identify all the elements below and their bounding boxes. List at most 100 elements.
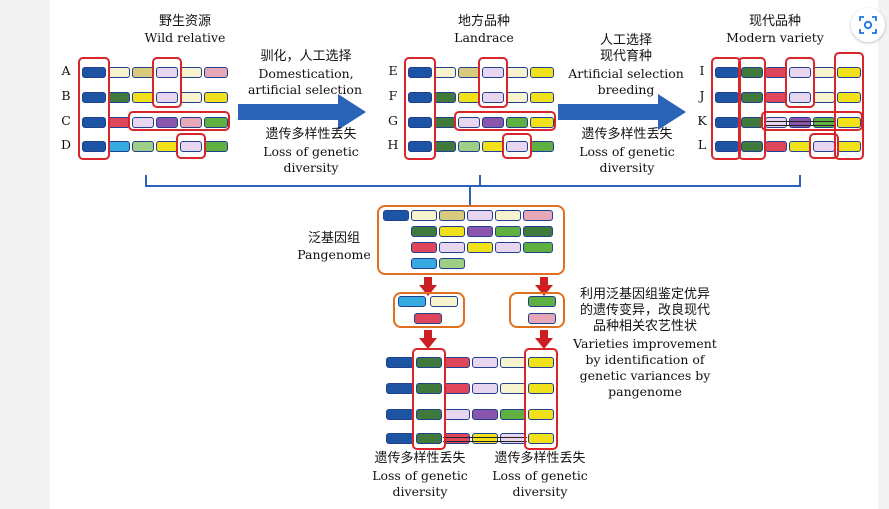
- gene-segment: [443, 433, 471, 444]
- gene-segment: [530, 92, 554, 103]
- gene-segment: [789, 92, 811, 103]
- gene-segment: [439, 210, 465, 221]
- modern-title-zh: 现代品种: [748, 14, 801, 29]
- gene-segment: [414, 313, 442, 324]
- gene-segment: [204, 92, 228, 103]
- gene-segment: [82, 92, 106, 103]
- gene-segment: [386, 383, 414, 394]
- landrace-title-en: Landrace: [454, 30, 514, 45]
- gene-segment: [82, 67, 106, 78]
- pangenome-label-en: Pangenome: [297, 247, 371, 262]
- gene-segment: [398, 296, 426, 307]
- variant-frame-left: [393, 292, 465, 328]
- gene-segment: [530, 67, 554, 78]
- row-label-h: H: [387, 137, 399, 152]
- gene-segment: [482, 117, 504, 128]
- gene-segment: [530, 117, 554, 128]
- row-label-e: E: [388, 63, 398, 78]
- gene-segment: [383, 210, 409, 221]
- pangenome-arrow-left: [419, 277, 437, 296]
- selection-frame: [711, 57, 741, 160]
- row-label-l: L: [697, 137, 707, 152]
- selection-frame: [524, 348, 558, 450]
- loss-label-4-en2: diversity: [512, 484, 568, 499]
- gene-segment: [528, 296, 556, 307]
- loss-label-2-en2: diversity: [599, 160, 655, 175]
- variant-frame-right: [509, 292, 565, 328]
- loss-label-3-en1: Loss of genetic: [372, 468, 468, 483]
- loss-label-1-en2: diversity: [283, 160, 339, 175]
- loss-label-4-zh: 遗传多样性丢失: [494, 451, 586, 466]
- row-label-j: J: [699, 88, 705, 103]
- gene-segment: [411, 258, 437, 269]
- gene-segment: [411, 226, 437, 237]
- gene-segment: [416, 383, 442, 394]
- selection-frame: [785, 57, 815, 108]
- gene-segment: [458, 117, 480, 128]
- gene-segment: [482, 92, 504, 103]
- gene-segment: [156, 117, 178, 128]
- gene-segment: [741, 92, 763, 103]
- gene-segment: [499, 433, 527, 444]
- row-label-k: K: [697, 113, 707, 128]
- landrace-title-zh: 地方品种: [457, 14, 510, 29]
- gene-segment: [132, 141, 154, 152]
- variant-arrow-right: [535, 330, 553, 349]
- gene-segment: [467, 226, 493, 237]
- row-label-f: F: [388, 88, 398, 103]
- gene-segment: [444, 357, 470, 368]
- gene-segment: [408, 92, 432, 103]
- gene-segment: [789, 67, 811, 78]
- gene-segment: [444, 409, 470, 420]
- gene-segment: [495, 242, 521, 253]
- lens-search-button[interactable]: [851, 8, 885, 42]
- gene-segment: [741, 141, 763, 152]
- modern-title-en: Modern variety: [726, 30, 824, 45]
- gene-segment: [467, 210, 493, 221]
- row-label-b: B: [61, 88, 71, 103]
- gene-segment: [411, 242, 437, 253]
- gene-segment: [386, 409, 414, 420]
- gene-segment: [482, 67, 504, 78]
- row-label-i: I: [699, 63, 705, 78]
- gene-segment: [156, 67, 178, 78]
- selection-frame: [152, 57, 182, 108]
- gene-segment: [180, 117, 202, 128]
- improvement-zh-3: 品种相关农艺性状: [592, 319, 697, 334]
- selection-frame: [454, 111, 556, 131]
- selection-frame: [78, 57, 110, 160]
- gene-segment: [495, 210, 521, 221]
- gene-segment: [472, 357, 498, 368]
- improvement-zh-1: 利用泛基因组鉴定优异: [579, 287, 710, 302]
- gene-segment: [837, 117, 861, 128]
- gene-segment: [180, 141, 202, 152]
- breeding-label-zh2: 现代育种: [599, 49, 652, 64]
- selection-frame: [738, 57, 766, 160]
- gene-segment: [408, 67, 432, 78]
- gene-segment: [495, 226, 521, 237]
- diagram-canvas: 野生资源 Wild relative 地方品种 Landrace 现代品种 Mo…: [50, 0, 878, 509]
- variant-arrow-left: [419, 330, 437, 349]
- gene-segment: [386, 433, 414, 444]
- panels-bracket: [145, 175, 801, 205]
- gene-segment: [430, 296, 458, 307]
- selection-frame: [502, 133, 532, 159]
- loss-label-4-en1: Loss of genetic: [492, 468, 588, 483]
- loss-label-1-zh: 遗传多样性丢失: [265, 127, 357, 142]
- gene-segment: [204, 67, 228, 78]
- gene-segment: [741, 67, 763, 78]
- gene-segment: [132, 117, 154, 128]
- gene-segment: [500, 409, 526, 420]
- selection-frame: [128, 111, 230, 131]
- domestication-label-en1: Domestication,: [258, 66, 354, 81]
- row-label-g: G: [388, 113, 398, 128]
- loss-label-2-zh: 遗传多样性丢失: [581, 127, 673, 142]
- row-label-a: A: [61, 63, 71, 78]
- selection-frame: [478, 57, 508, 108]
- selection-frame: [809, 133, 839, 159]
- gene-segment: [416, 357, 442, 368]
- loss-label-3-en2: diversity: [392, 484, 448, 499]
- breeding-arrow: [558, 94, 686, 130]
- gene-segment: [416, 409, 442, 420]
- selection-frame: [412, 348, 446, 450]
